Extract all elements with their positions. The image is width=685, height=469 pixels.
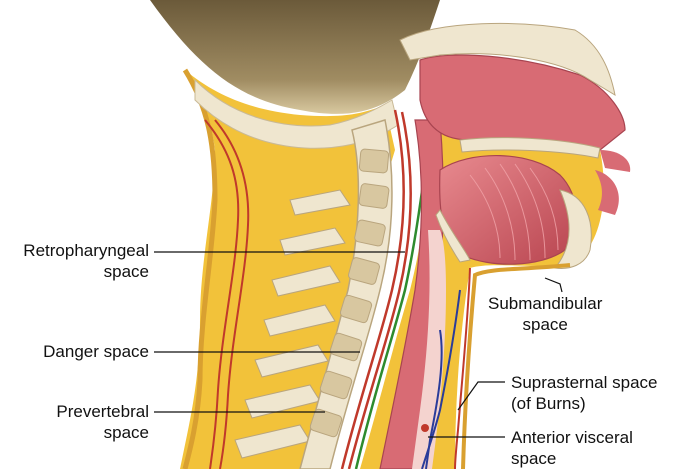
label-prevertebral-space: Prevertebral space — [56, 401, 149, 443]
label-retropharyngeal-space: Retropharyngeal space — [23, 240, 149, 282]
trachea-lumen — [412, 230, 446, 469]
label-prevertebral-line2: space — [103, 423, 149, 442]
label-submandibular-line2: space — [522, 315, 568, 334]
mandible — [554, 189, 592, 269]
nasal-cavity — [419, 54, 626, 151]
leader-suprasternal — [457, 381, 505, 411]
label-anterior-visceral-space: Anterior visceral space — [511, 427, 633, 469]
label-anterior-visceral-line2: space — [511, 449, 557, 468]
vessel-node — [421, 424, 429, 432]
leader-lines — [154, 251, 563, 438]
label-danger-space: Danger space — [43, 341, 149, 362]
label-danger-line1: Danger space — [43, 342, 149, 361]
hyoid-epiglottis — [435, 209, 471, 263]
tongue-muscle-fibers — [469, 163, 559, 261]
label-suprasternal-space: Suprasternal space (of Burns) — [511, 372, 657, 414]
label-retropharyngeal-line2: space — [103, 262, 149, 281]
label-submandibular-line1: Submandibular — [488, 294, 603, 313]
hard-palate — [459, 137, 601, 159]
label-submandibular-space: Submandibular space — [488, 293, 602, 335]
lower-lip — [595, 170, 619, 215]
vertebral-bodies — [309, 148, 390, 438]
label-anterior-visceral-line1: Anterior visceral — [511, 428, 633, 447]
nasal-bone-top — [399, 22, 616, 97]
superficial-fascia-red-1 — [204, 119, 240, 469]
alar-fascia-red — [347, 111, 412, 469]
anterior-skin-line — [461, 263, 571, 469]
posterior-skin-line — [182, 68, 218, 469]
label-suprasternal-line2: (of Burns) — [511, 394, 586, 413]
label-prevertebral-line1: Prevertebral — [56, 402, 149, 421]
anterior-jugular-vein-2 — [425, 329, 443, 469]
upper-lip — [600, 150, 631, 172]
pretracheal-fascia-red — [454, 267, 471, 469]
leader-submandibular — [544, 277, 563, 293]
label-retropharyngeal-line1: Retropharyngeal — [23, 241, 149, 260]
prevertebral-fascia-red — [340, 109, 405, 469]
spinous-processes — [234, 189, 351, 459]
superficial-fascia-red-2 — [214, 119, 250, 469]
occipital-shadow — [150, 0, 440, 114]
label-suprasternal-line1: Suprasternal space — [511, 373, 658, 392]
